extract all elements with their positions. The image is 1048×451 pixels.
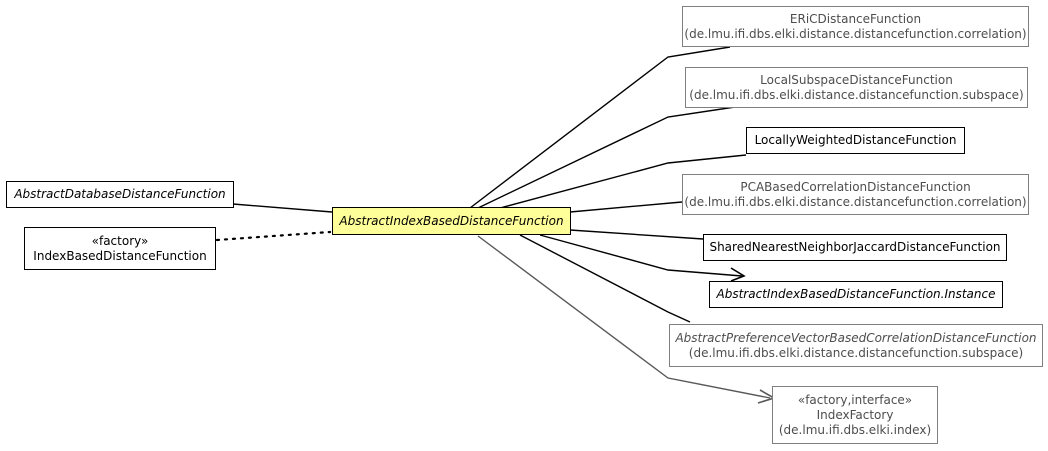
node-abstract-preference-vector-based-correlation-distance-function[interactable]: AbstractPreferenceVectorBasedCorrelation…	[669, 324, 1043, 367]
node-name: LocallyWeightedDistanceFunction	[754, 133, 957, 147]
node-name: IndexBasedDistanceFunction	[33, 248, 207, 263]
node-name: PCABasedCorrelationDistanceFunction	[740, 179, 971, 194]
edge-abstract-database	[232, 203, 333, 213]
node-local-subspace-distance-function[interactable]: LocalSubspaceDistanceFunction (de.lmu.if…	[685, 67, 1028, 108]
node-package: (de.lmu.ifi.dbs.elki.distance.distancefu…	[689, 87, 1024, 102]
node-index-factory[interactable]: «factory,interface» IndexFactory (de.lmu…	[772, 386, 938, 444]
edge-eric	[469, 46, 731, 209]
node-package: (de.lmu.ifi.dbs.elki.distance.distancefu…	[684, 26, 1027, 41]
edge-index-based-factory	[215, 230, 332, 242]
edge-pca-based	[569, 201, 683, 213]
edge-locally-weighted	[499, 154, 747, 209]
node-index-based-distance-function-factory[interactable]: «factory» IndexBasedDistanceFunction	[24, 227, 216, 270]
edge-local-subspace	[477, 106, 736, 209]
edge-pref-vector	[519, 234, 691, 323]
node-eric-distance-function[interactable]: ERiCDistanceFunction (de.lmu.ifi.dbs.elk…	[682, 6, 1029, 47]
edge-instance	[539, 234, 743, 277]
node-abstract-index-based-distance-function-instance[interactable]: AbstractIndexBasedDistanceFunction.Insta…	[709, 281, 1003, 308]
node-locally-weighted-distance-function[interactable]: LocallyWeightedDistanceFunction	[746, 127, 965, 154]
node-name: ERiCDistanceFunction	[789, 11, 922, 26]
node-name: AbstractPreferenceVectorBasedCorrelation…	[675, 330, 1037, 345]
node-name: AbstractIndexBasedDistanceFunction	[339, 213, 564, 228]
node-name: IndexFactory	[816, 407, 894, 422]
node-shared-nearest-neighbor-jaccard-distance-function[interactable]: SharedNearestNeighborJaccardDistanceFunc…	[703, 234, 1007, 261]
edge-index-factory	[477, 235, 771, 399]
node-abstract-database-distance-function[interactable]: AbstractDatabaseDistanceFunction	[6, 181, 234, 208]
node-stereotype: «factory,interface»	[797, 392, 913, 407]
node-name: LocalSubspaceDistanceFunction	[760, 72, 953, 87]
node-name: AbstractIndexBasedDistanceFunction.Insta…	[716, 287, 996, 301]
node-package: (de.lmu.ifi.dbs.elki.distance.distancefu…	[688, 345, 1024, 360]
node-name: AbstractDatabaseDistanceFunction	[14, 187, 226, 201]
node-package: (de.lmu.ifi.dbs.elki.distance.distancefu…	[684, 194, 1027, 209]
edge-shared-nn	[569, 229, 704, 240]
node-stereotype: «factory»	[91, 233, 149, 248]
node-pca-based-correlation-distance-function[interactable]: PCABasedCorrelationDistanceFunction (de.…	[682, 174, 1029, 215]
node-abstract-index-based-distance-function[interactable]: AbstractIndexBasedDistanceFunction	[332, 207, 571, 235]
node-name: SharedNearestNeighborJaccardDistanceFunc…	[709, 240, 1001, 254]
arrowhead-instance	[730, 267, 746, 282]
node-package: (de.lmu.ifi.dbs.elki.index)	[778, 422, 932, 437]
